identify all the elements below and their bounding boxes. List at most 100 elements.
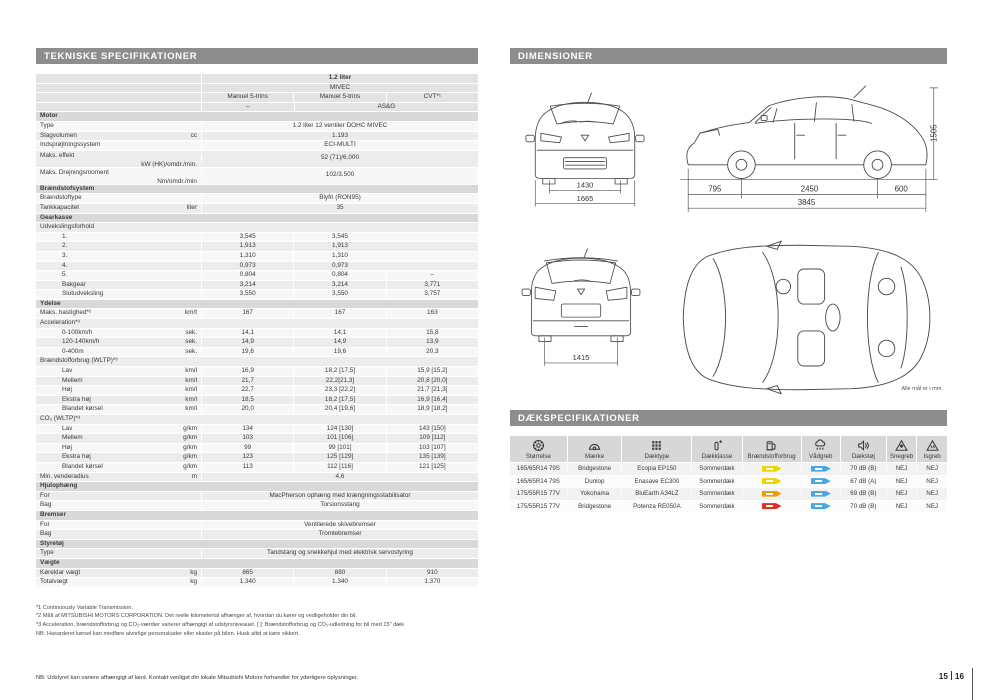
tyre-noise: 70 dB (B): [839, 465, 886, 473]
spec-label: For: [40, 491, 50, 499]
tyre-brand: Bridgestone: [566, 465, 622, 473]
spec-label: Udvekslingsforhold: [40, 223, 94, 231]
spec-unit: km/l: [185, 376, 197, 384]
spec-value: Torsionsstang: [201, 501, 478, 510]
tyre-size: 165/65R14 79S: [516, 465, 560, 473]
spec-value: 21,7 [21,3]: [385, 386, 478, 395]
spec-label-area: Bakgear: [36, 281, 201, 290]
tyre-noise: 69 dB (B): [839, 490, 886, 498]
spec-row: Brændstofforbrug (WLTP)*³: [36, 357, 478, 368]
spec-value: 123: [201, 453, 293, 462]
wet-grip-arrow: [810, 465, 831, 472]
tyre-ice-grip: NEJ: [916, 477, 947, 485]
tyre-col-noise-label: Dækstøj: [851, 453, 875, 460]
tyre-specs-table: Størrelse Mærke Dæktype Dækklasse Brænds…: [510, 436, 947, 513]
spec-value: 112 [116]: [293, 462, 385, 472]
dimensions-column: DIMENSIONER 1430 1665: [510, 48, 947, 513]
spec-label-area: Acceleration*³: [36, 319, 201, 328]
spec-label-area: Indsprøjtningssystem: [36, 141, 201, 150]
spec-label-area: 1.: [36, 233, 201, 242]
tyre-wet-grip-rating: [800, 477, 840, 485]
spec-label: Maks. effekt: [40, 151, 75, 159]
spec-row: –AS&G: [36, 102, 478, 113]
wet-grip-arrow: [810, 490, 831, 497]
spec-unit: [139, 530, 201, 539]
tyre-snow-grip: NEJ: [885, 490, 917, 498]
spec-value: 102/3.500: [201, 171, 478, 181]
tyre-col-brand-label: Mærke: [584, 453, 605, 460]
tyre-col-noise: Dækstøj: [839, 436, 886, 462]
spec-value: Tandstang og snekkehjul med elektrisk se…: [201, 549, 478, 558]
spec-unit: g/km: [183, 424, 197, 432]
spec-value: 103: [201, 434, 293, 443]
spec-label-area: 3.: [36, 252, 201, 261]
spec-unit: km/l: [185, 405, 197, 413]
spec-value: 15,8: [385, 328, 478, 338]
spec-value: 167: [293, 309, 385, 319]
spec-label: 5.: [62, 271, 68, 279]
car-top-view-drawing: [682, 240, 931, 395]
fuel-rating-arrow: [761, 503, 782, 510]
spec-value: ECI-MULTI: [201, 141, 478, 150]
tyre-ice-grip: NEJ: [916, 465, 947, 473]
tyre-table-header: Størrelse Mærke Dæktype Dækklasse Brænds…: [510, 436, 947, 463]
spec-section-label: Vægte: [40, 558, 60, 566]
dim-rear-overhang: 600: [895, 184, 909, 193]
spec-row: Ydelse: [36, 299, 478, 310]
spec-unit: g/km: [183, 453, 197, 461]
spec-value: 101 [106]: [293, 434, 385, 443]
tyre-type: Enasave EC300: [621, 477, 691, 485]
spec-value: 14,9: [293, 338, 385, 347]
tyre-size: 175/55R15 77V: [516, 490, 560, 498]
tyre-brand: Dunlop: [566, 477, 622, 485]
dimensions-note: Alle mål er i mm.: [901, 386, 943, 392]
spec-unit: kg: [190, 578, 197, 586]
tyre-col-size: Størrelse: [510, 436, 567, 462]
spec-unit: [139, 271, 201, 280]
spec-label: 0-400m: [62, 347, 84, 355]
spec-unit: m: [191, 472, 197, 480]
spec-value: 14,1: [293, 328, 385, 338]
spec-label-area: Type: [36, 122, 201, 131]
spec-unit: [139, 319, 201, 328]
spec-unit: [139, 415, 201, 424]
dim-front-overhang: 795: [708, 184, 722, 193]
spec-value: 52 (71)/6.000: [201, 154, 478, 164]
spec-value: 3,550: [201, 290, 293, 299]
spec-label-area: Bag: [36, 530, 201, 539]
tyre-fuel-rating: [741, 477, 801, 485]
fuel-rating-arrow: [761, 465, 782, 472]
spec-row: CO₂ (WLTP)*³: [36, 415, 478, 425]
tyre-col-brand: Mærke: [566, 436, 622, 462]
spec-label-area: CO₂ (WLTP)*³: [36, 415, 201, 424]
spec-label: Bag: [40, 501, 52, 509]
spec-value: 1,913: [201, 242, 293, 251]
footnote-line: *1 Continuously Variable Transmission.: [36, 604, 133, 611]
spec-value: 1,310: [293, 251, 385, 261]
spec-value: 14,1: [201, 328, 293, 338]
spec-unit: km/l: [185, 367, 197, 375]
spec-value: 1.340: [293, 578, 385, 587]
spec-unit: g/km: [183, 434, 197, 442]
car-side-view-drawing: 1505 795 2450 600 3845: [680, 85, 939, 213]
spec-label: 3.: [62, 251, 68, 259]
tech-specs-title: TEKNISKE SPECIFIKATIONER: [36, 48, 478, 64]
spec-label: Mellem: [62, 376, 83, 384]
spec-col-header: 1.2 liter: [201, 74, 478, 83]
spec-label: Høj: [62, 386, 72, 394]
spec-value: 1,310: [201, 251, 293, 261]
